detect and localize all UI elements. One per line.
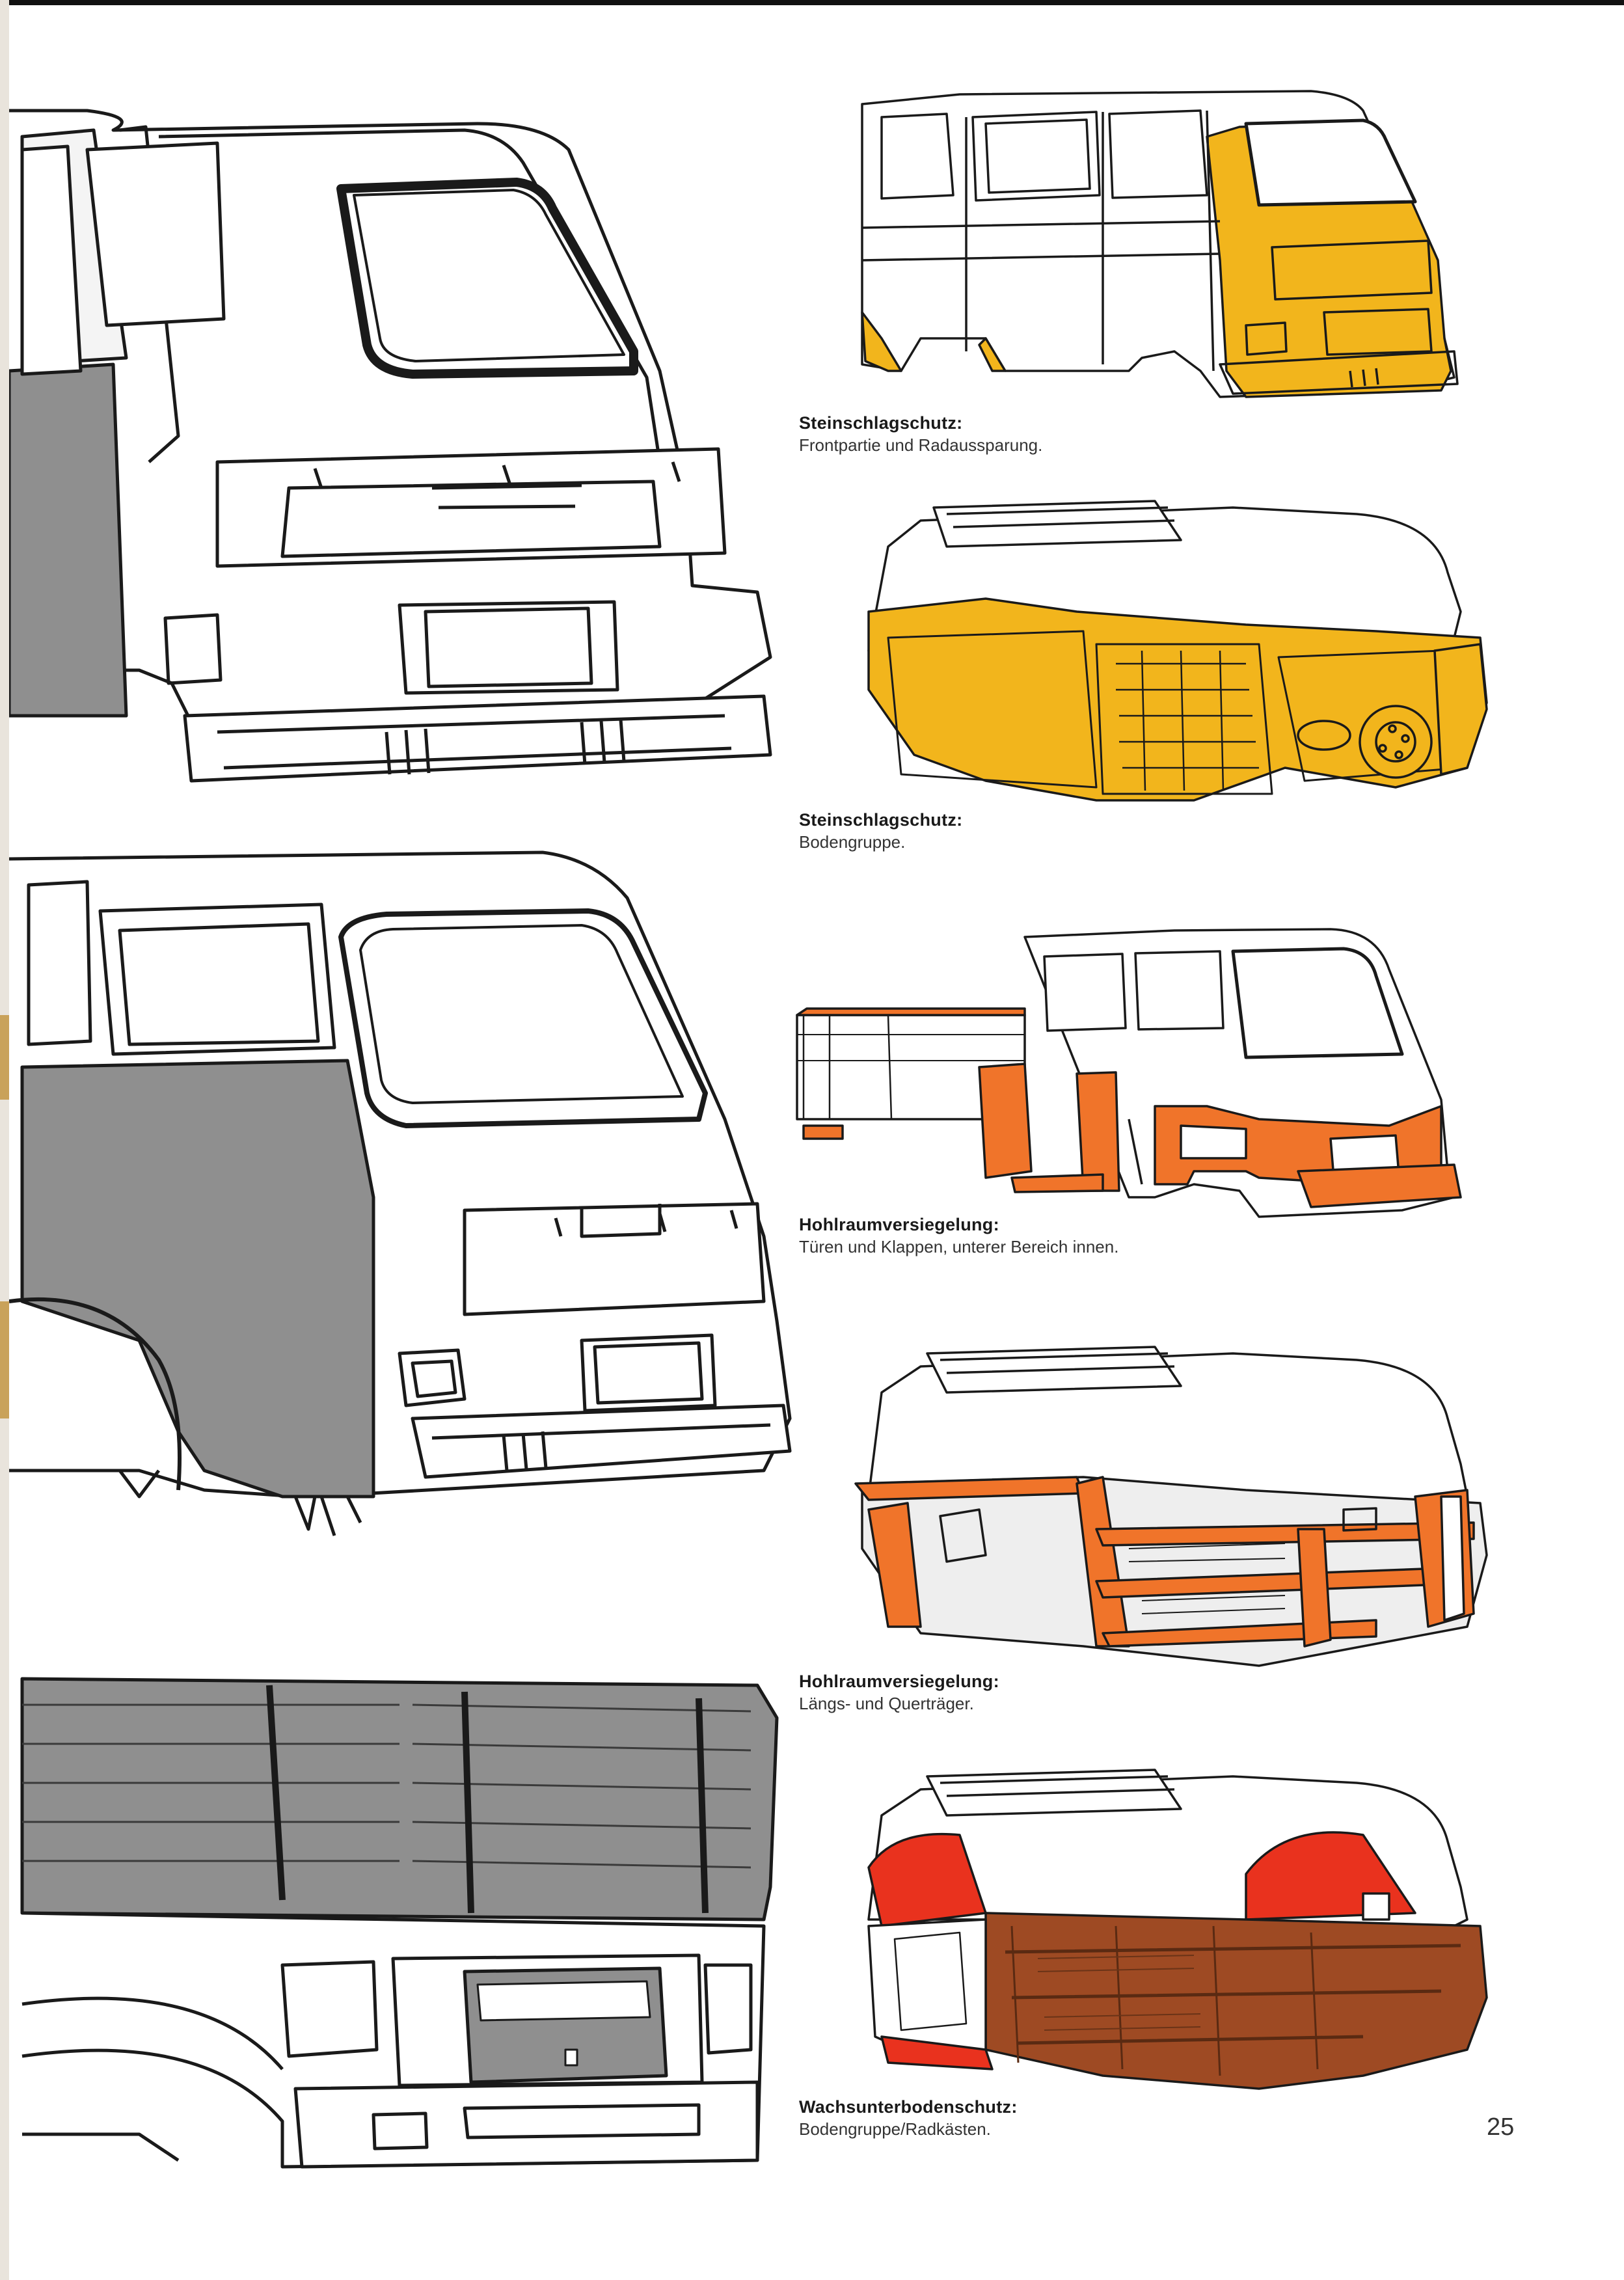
caption-title: Steinschlagschutz: bbox=[799, 413, 963, 433]
doublecab-orange-drawing bbox=[791, 911, 1522, 1236]
caption-text: Türen und Klappen, unterer Bereich innen… bbox=[799, 1236, 1119, 1256]
van-yellow-front-drawing bbox=[791, 65, 1522, 416]
caption-text: Frontpartie und Radaussparung. bbox=[799, 435, 1043, 455]
caption-text: Bodengruppe. bbox=[799, 832, 906, 852]
caption-5: Wachsunterbodenschutz: Bodengruppe/Radkä… bbox=[799, 2097, 1482, 2139]
caption-3: Hohlraumversiegelung: Türen und Klappen,… bbox=[799, 1214, 1482, 1257]
caption-title: Wachsunterbodenschutz: bbox=[799, 2097, 1018, 2117]
underbody-yellow-drawing bbox=[791, 495, 1522, 820]
van-rear-drawing bbox=[9, 98, 796, 846]
caption-2: Steinschlagschutz: Bodengruppe. bbox=[799, 809, 1482, 852]
underbody-orange-frame-drawing bbox=[791, 1340, 1522, 1679]
top-border-line bbox=[0, 0, 1624, 5]
caption-title: Steinschlagschutz: bbox=[799, 810, 963, 830]
page-binding-edge bbox=[0, 0, 9, 2280]
caption-title: Hohlraumversiegelung: bbox=[799, 1672, 999, 1691]
binding-stripe bbox=[0, 1301, 9, 1418]
caption-title: Hohlraumversiegelung: bbox=[799, 1215, 999, 1234]
caption-text: Längs- und Querträger. bbox=[799, 1693, 974, 1713]
caption-4: Hohlraumversiegelung: Längs- und Querträ… bbox=[799, 1671, 1482, 1714]
van-front-drawing bbox=[9, 846, 796, 1549]
page-number: 25 bbox=[1487, 2113, 1515, 2141]
caption-text: Bodengruppe/Radkästen. bbox=[799, 2119, 991, 2139]
pickup-rear-drawing bbox=[9, 1666, 796, 2173]
caption-1: Steinschlagschutz: Frontpartie und Radau… bbox=[799, 413, 1482, 455]
binding-stripe bbox=[0, 1015, 9, 1100]
underbody-red-brown-drawing bbox=[791, 1763, 1522, 2115]
